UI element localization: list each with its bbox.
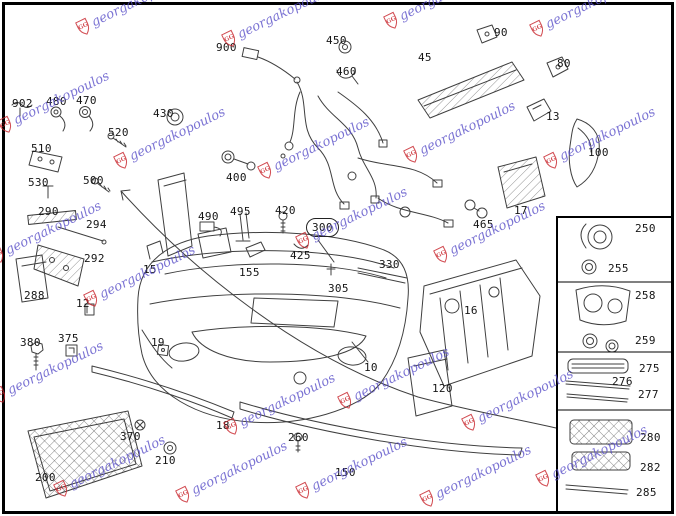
part-label-45: 45 (418, 51, 432, 64)
part-label-292: 292 (84, 252, 105, 265)
trim-strips-drawing (91, 365, 523, 456)
part-label-375: 375 (58, 332, 79, 345)
part-label-277: 277 (638, 388, 659, 401)
part-label-420: 420 (275, 204, 296, 217)
part-label-13: 13 (546, 110, 560, 123)
part-label-430: 430 (153, 107, 174, 120)
part-label-17: 17 (514, 204, 528, 217)
part-label-520: 520 (108, 126, 129, 139)
part-label-255: 255 (608, 262, 629, 275)
part-label-510: 510 (31, 142, 52, 155)
part-label-305: 305 (328, 282, 349, 295)
part-label-250: 250 (635, 222, 656, 235)
part-label-330: 330 (379, 258, 400, 271)
part-label-480: 480 (46, 95, 67, 108)
part-label-500: 500 (83, 174, 104, 187)
part-label-259: 259 (635, 334, 656, 347)
center-fasteners-drawing (146, 211, 408, 284)
part-label-495: 495 (230, 205, 251, 218)
part-label-150: 150 (335, 466, 356, 479)
part-label-300: 300 (306, 218, 339, 237)
part-label-16: 16 (464, 304, 478, 317)
bracket-100-drawing (568, 118, 600, 188)
part-label-280: 280 (640, 431, 661, 444)
part-label-12: 12 (76, 297, 90, 310)
left-sensors-drawing (11, 102, 256, 199)
part-label-15: 15 (143, 263, 157, 276)
part-label-275: 275 (639, 362, 660, 375)
part-label-400: 400 (226, 171, 247, 184)
bumper-drawing (137, 231, 409, 424)
part-label-460: 460 (336, 65, 357, 78)
part-label-902: 902 (12, 97, 33, 110)
grille-200-drawing (27, 410, 143, 499)
part-label-276: 276 (612, 375, 633, 388)
part-label-290: 290 (38, 205, 59, 218)
sensor-900-drawing (241, 47, 296, 80)
washer-jet-490-495-drawing (197, 212, 251, 259)
part-label-200: 200 (35, 471, 56, 484)
bracket-80-drawing (546, 56, 569, 78)
carrier-16-drawing (419, 259, 541, 387)
part-label-260: 260 (288, 431, 309, 444)
part-label-450: 450 (326, 34, 347, 47)
part-label-10: 10 (364, 361, 378, 374)
part-label-370: 370 (120, 430, 141, 443)
crash-bar-45-drawing (417, 61, 525, 119)
part-label-258: 258 (635, 289, 656, 302)
part-label-288: 288 (24, 289, 45, 302)
harness-drawing (280, 76, 454, 228)
part-label-294: 294 (86, 218, 107, 231)
part-label-470: 470 (76, 94, 97, 107)
bracket-90-drawing (476, 24, 498, 44)
part-label-465: 465 (473, 218, 494, 231)
plate-17-drawing (497, 156, 546, 209)
inset-panel-art (556, 223, 672, 495)
part-label-19: 19 (151, 336, 165, 349)
part-label-80: 80 (557, 57, 571, 70)
part-label-155: 155 (239, 266, 260, 279)
rings-465-drawing (464, 199, 488, 219)
part-label-425: 425 (290, 249, 311, 262)
part-label-490: 490 (198, 210, 219, 223)
part-label-100: 100 (588, 146, 609, 159)
flap-120-drawing (407, 349, 453, 417)
bracket-13-drawing (526, 98, 552, 122)
part-label-120: 120 (432, 382, 453, 395)
part-label-210: 210 (155, 454, 176, 467)
left-brackets-drawing (15, 172, 193, 316)
lower-fasteners-drawing (30, 341, 303, 455)
fastener-450-460-drawing (336, 40, 359, 85)
part-label-90: 90 (494, 26, 508, 39)
part-label-530: 530 (28, 176, 49, 189)
part-label-380: 380 (20, 336, 41, 349)
part-label-285: 285 (636, 486, 657, 499)
part-label-282: 282 (640, 461, 661, 474)
part-label-900: 900 (216, 41, 237, 54)
part-label-18: 18 (216, 419, 230, 432)
